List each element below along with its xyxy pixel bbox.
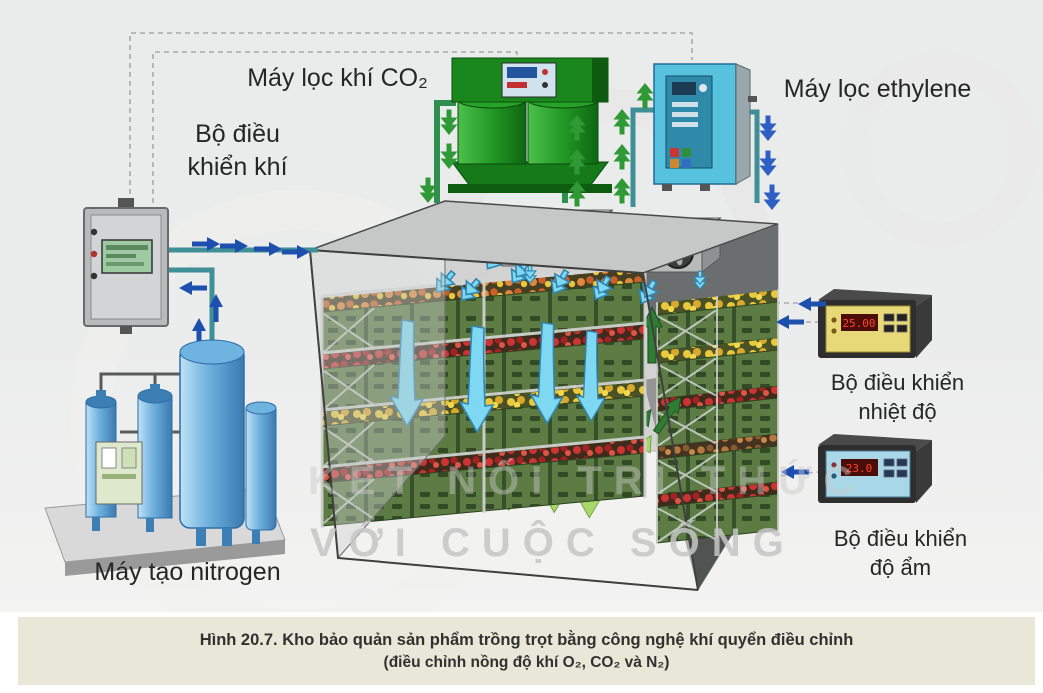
storage-room — [309, 200, 779, 591]
caption-line-2: (điều chỉnh nồng độ khí O₂, CO₂ và N₂) — [383, 653, 670, 671]
label-humidity-controller: Bộ điều khiển độ ẩm — [833, 526, 968, 581]
temperature-controller: 25.00 — [776, 289, 932, 358]
svg-text:KẾT NỐI TRI THỨC: KẾT NỐI TRI THỨC — [308, 457, 864, 503]
co2-filter-machine — [419, 57, 612, 207]
humidity-display: 23.0 — [846, 462, 873, 475]
nitrogen-control-cabinet — [95, 441, 143, 505]
gas-controller-screen — [101, 239, 153, 274]
diagram-canvas: 25.00 23.0 — [44, 32, 1038, 591]
label-ethylene-filter: Máy lọc ethylene — [783, 75, 972, 103]
caption-line-1: Hình 20.7. Kho bảo quản sản phẩm trồng t… — [199, 630, 854, 649]
figure-caption: Hình 20.7. Kho bảo quản sản phẩm trồng t… — [18, 617, 1035, 685]
gas-controller — [83, 198, 318, 378]
label-gas-controller: Bộ điều khiển khí — [187, 120, 288, 181]
label-nitrogen-generator: Máy tạo nitrogen — [94, 558, 281, 586]
label-co2-filter: Máy lọc khí CO₂ — [247, 64, 428, 92]
room-outline — [309, 249, 699, 591]
co2-control-panel — [501, 62, 557, 98]
humidity-controller: 23.0 — [781, 434, 932, 503]
temperature-display: 25.00 — [842, 317, 875, 330]
publisher-watermark: KẾT NỐI TRI THỨC VỚI CUỘC SỐNG — [308, 457, 864, 565]
produce-rack-right — [656, 289, 779, 544]
svg-text:VỚI CUỘC SỐNG: VỚI CUỘC SỐNG — [310, 519, 796, 565]
nitrogen-tanks — [85, 339, 277, 546]
ethylene-filter-machine — [613, 63, 781, 210]
ethylene-control-panel — [665, 75, 713, 169]
label-temperature-controller: Bộ điều khiển nhiệt độ — [830, 370, 965, 425]
nitrogen-generator — [44, 339, 286, 576]
